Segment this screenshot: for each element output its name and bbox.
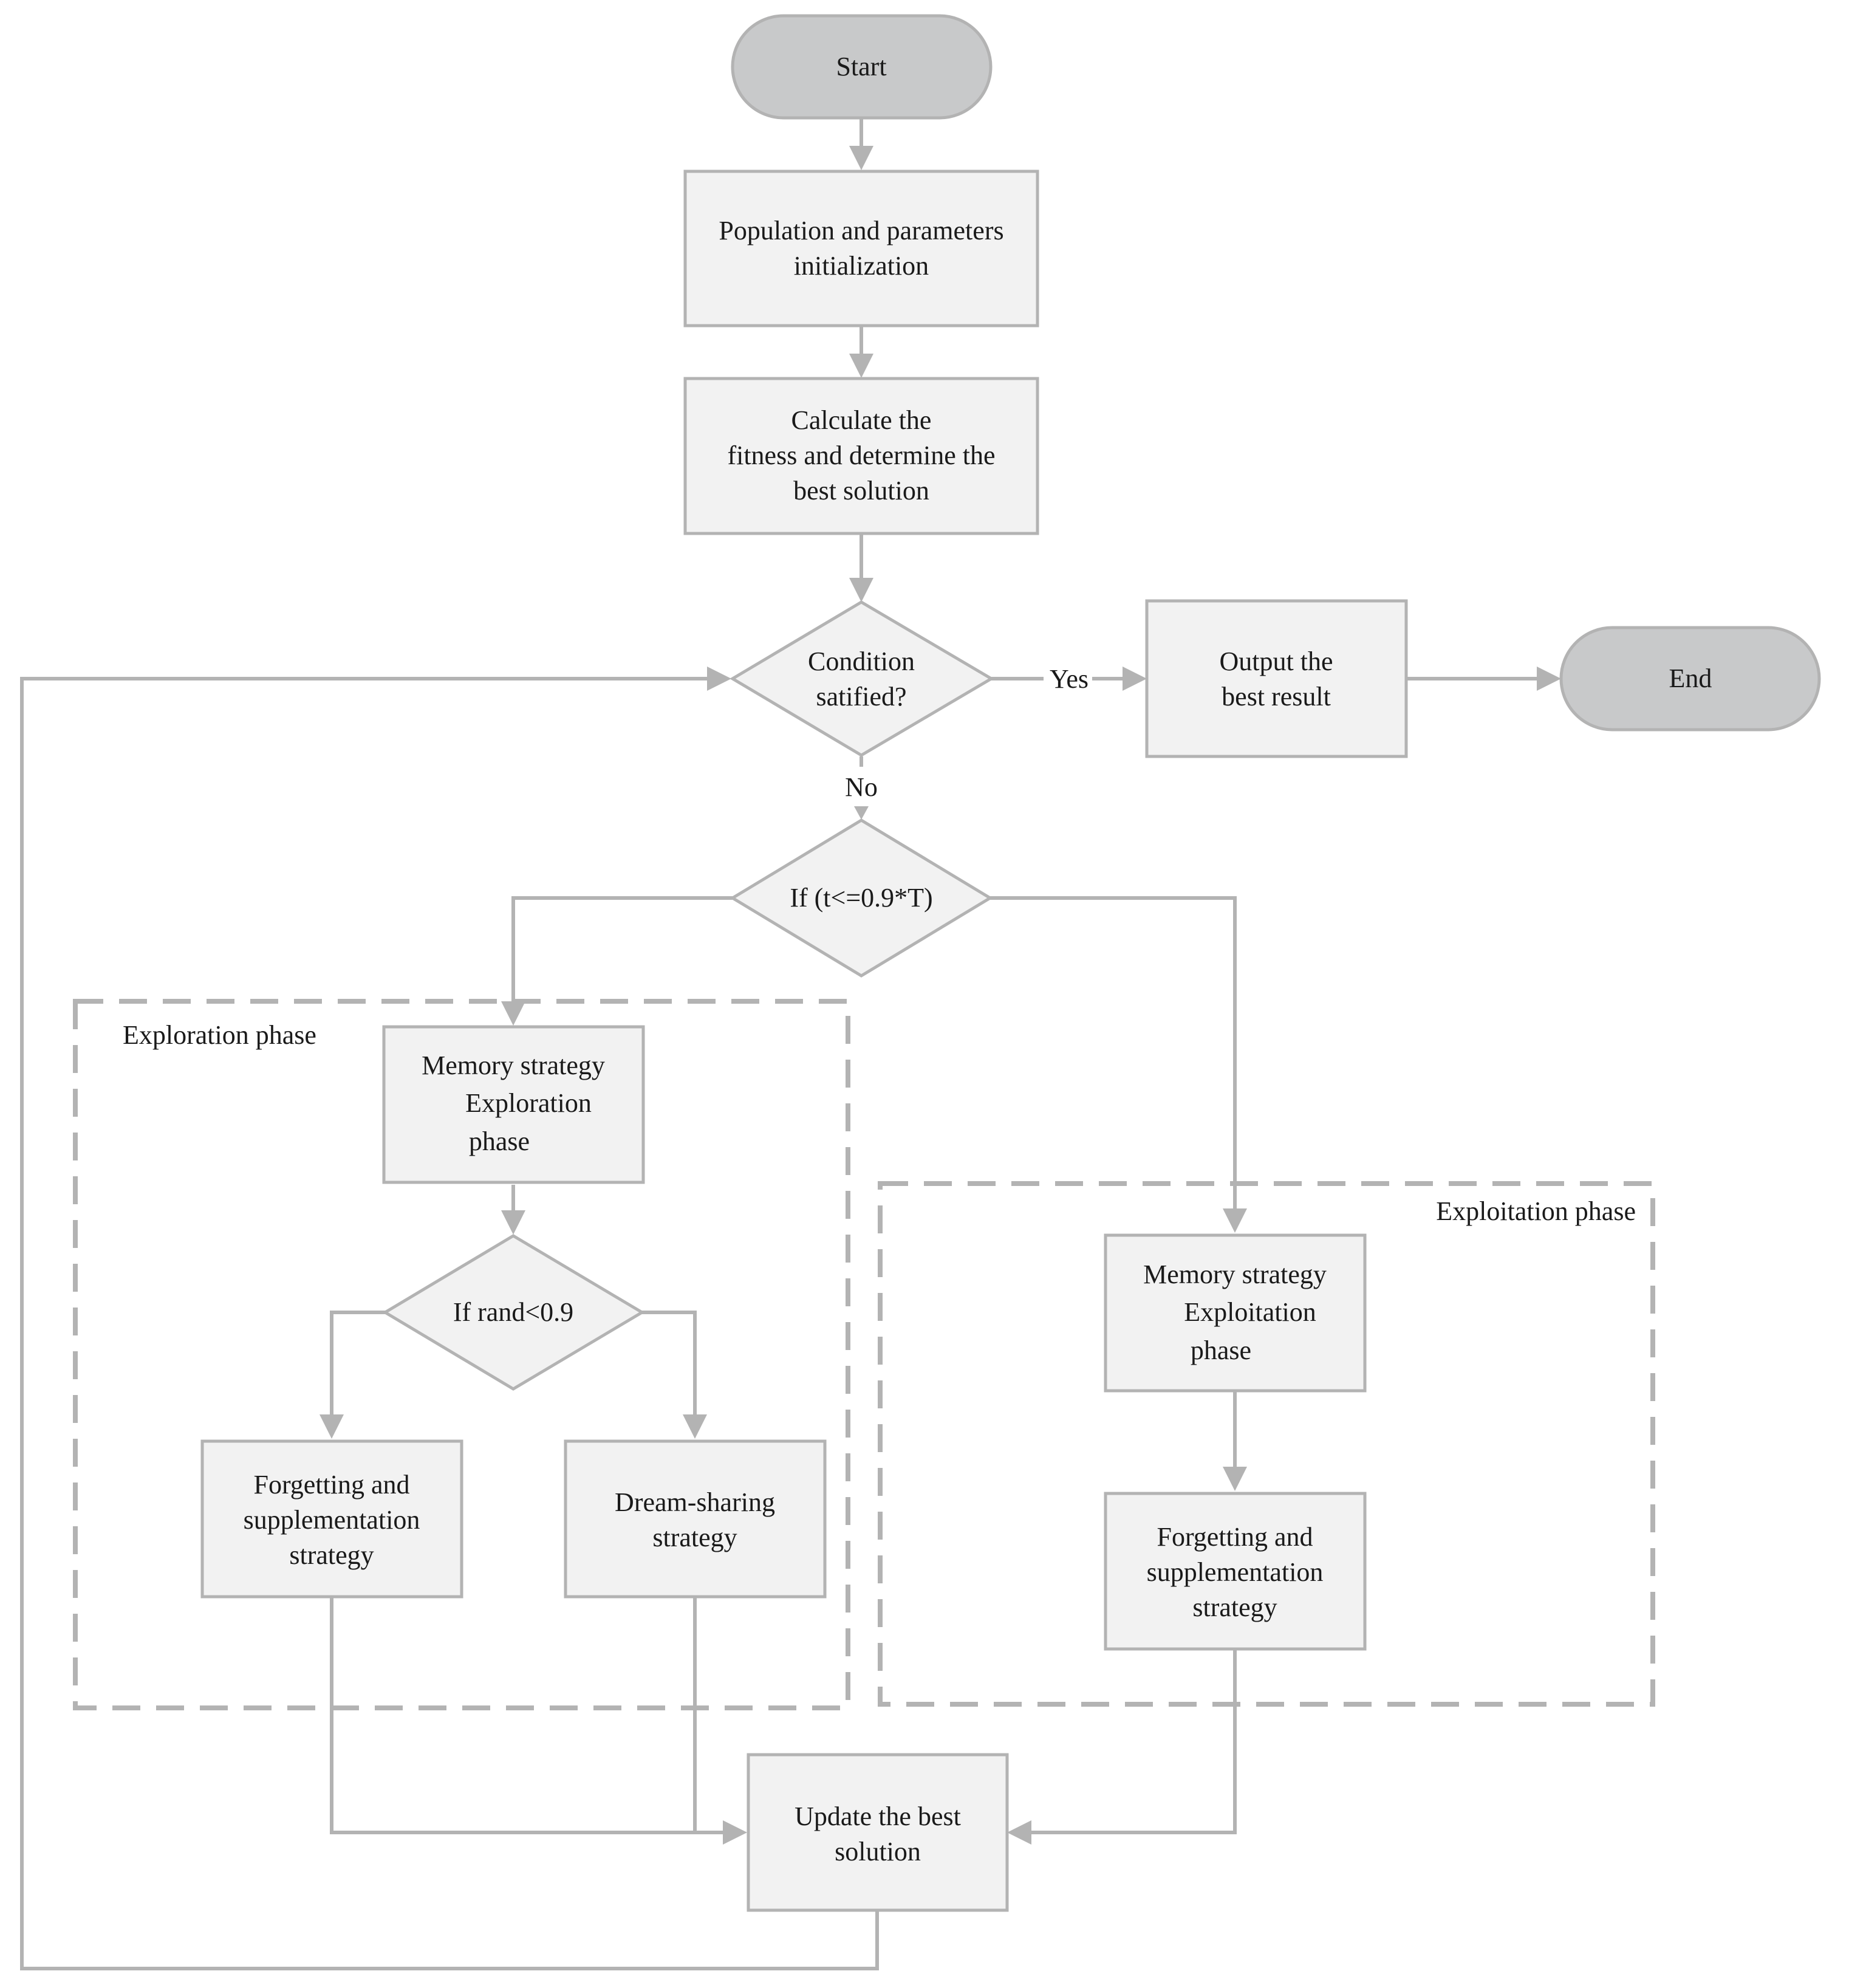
memory-exploitation-line-3: phase	[1191, 1335, 1251, 1365]
forgetting-right-box: Forgetting and supplementation strategy	[1104, 1492, 1367, 1651]
update-line-1: Update the best	[795, 1801, 961, 1831]
start-label: Start	[836, 52, 886, 81]
exploration-phase-label: Exploration phase	[123, 1020, 316, 1050]
connector-rand-dream	[642, 1311, 697, 1418]
fitness-line-3: best solution	[793, 476, 929, 506]
init-line-1: Population and parameters	[719, 216, 1003, 245]
connector-check-exploration	[511, 896, 733, 1005]
arrowhead	[501, 1210, 525, 1235]
dream-sharing-box: Dream-sharing strategy	[564, 1439, 827, 1599]
arrowhead	[1007, 1820, 1031, 1845]
condition-line-1: Condition	[808, 646, 915, 676]
init-line-2: initialization	[794, 251, 929, 281]
connectors	[20, 119, 1561, 1970]
arrowhead	[320, 1414, 344, 1439]
rand-check-decision: If rand<0.9	[382, 1234, 645, 1391]
forgetting-left-line-1: Forgetting and	[253, 1470, 409, 1500]
iteration-check-label: If (t<=0.9*T)	[790, 883, 932, 913]
forgetting-right-line-1: Forgetting and	[1157, 1522, 1313, 1552]
connector-update-loop	[20, 677, 879, 1970]
condition-decision: Condition satified?	[730, 600, 994, 757]
arrowhead	[707, 667, 731, 691]
forgetting-right-line-3: strategy	[1192, 1592, 1277, 1622]
arrowhead	[723, 1820, 747, 1845]
memory-exploration-line-2: Exploration	[465, 1088, 592, 1118]
start-terminal: Start	[731, 14, 993, 120]
arrowhead	[501, 1001, 525, 1026]
arrowhead	[1123, 667, 1147, 691]
condition-line-2: satified?	[816, 682, 906, 711]
connector-forgetting-left-update	[330, 1597, 726, 1834]
no-label: No	[845, 772, 878, 802]
arrowhead	[849, 354, 873, 378]
connector-check-exploitation	[990, 896, 1237, 1212]
memory-exploration-line-3: phase	[469, 1126, 530, 1156]
fitness-box: Calculate the fitness and determine the …	[683, 377, 1039, 535]
exploration-phase-frame	[73, 999, 850, 1710]
memory-exploration-box: Memory strategy Exploration phase	[382, 1025, 645, 1184]
memory-exploitation-line-2: Exploitation	[1184, 1297, 1316, 1327]
init-box: Population and parameters initialization	[683, 170, 1039, 327]
arrowhead	[849, 146, 873, 170]
update-box: Update the best solution	[747, 1753, 1009, 1912]
forgetting-left-box: Forgetting and supplementation strategy	[200, 1439, 463, 1599]
arrowhead	[849, 578, 873, 602]
rand-check-label: If rand<0.9	[453, 1297, 573, 1327]
fitness-line-1: Calculate the	[791, 405, 932, 435]
iteration-check-decision: If (t<=0.9*T)	[730, 818, 993, 978]
exploitation-phase-label: Exploitation phase	[1436, 1196, 1636, 1226]
end-terminal: End	[1559, 626, 1821, 732]
arrowhead	[683, 1414, 707, 1439]
arrowhead	[1223, 1467, 1247, 1491]
output-line-2: best result	[1222, 682, 1331, 711]
dream-sharing-line-2: strategy	[652, 1523, 737, 1552]
dream-sharing-line-1: Dream-sharing	[615, 1487, 775, 1517]
memory-exploration-line-1: Memory strategy	[422, 1051, 605, 1080]
update-line-2: solution	[835, 1837, 921, 1866]
forgetting-right-line-2: supplementation	[1147, 1557, 1324, 1587]
arrowhead	[1223, 1208, 1247, 1233]
output-line-1: Output the	[1220, 646, 1333, 676]
forgetting-left-line-3: strategy	[289, 1540, 374, 1570]
arrowhead	[854, 806, 869, 820]
fitness-line-2: fitness and determine the	[727, 440, 995, 470]
yes-label: Yes	[1050, 664, 1089, 694]
end-label: End	[1669, 663, 1712, 693]
forgetting-left-line-2: supplementation	[244, 1505, 420, 1535]
memory-exploitation-box: Memory strategy Exploitation phase	[1104, 1233, 1367, 1393]
memory-exploitation-line-1: Memory strategy	[1143, 1260, 1327, 1289]
exploitation-phase-frame	[878, 1181, 1655, 1707]
arrowhead	[1537, 667, 1561, 691]
connector-rand-forgetting	[330, 1311, 385, 1418]
connector-forgetting-right-update	[1028, 1649, 1237, 1834]
output-box: Output the best result	[1145, 599, 1408, 758]
